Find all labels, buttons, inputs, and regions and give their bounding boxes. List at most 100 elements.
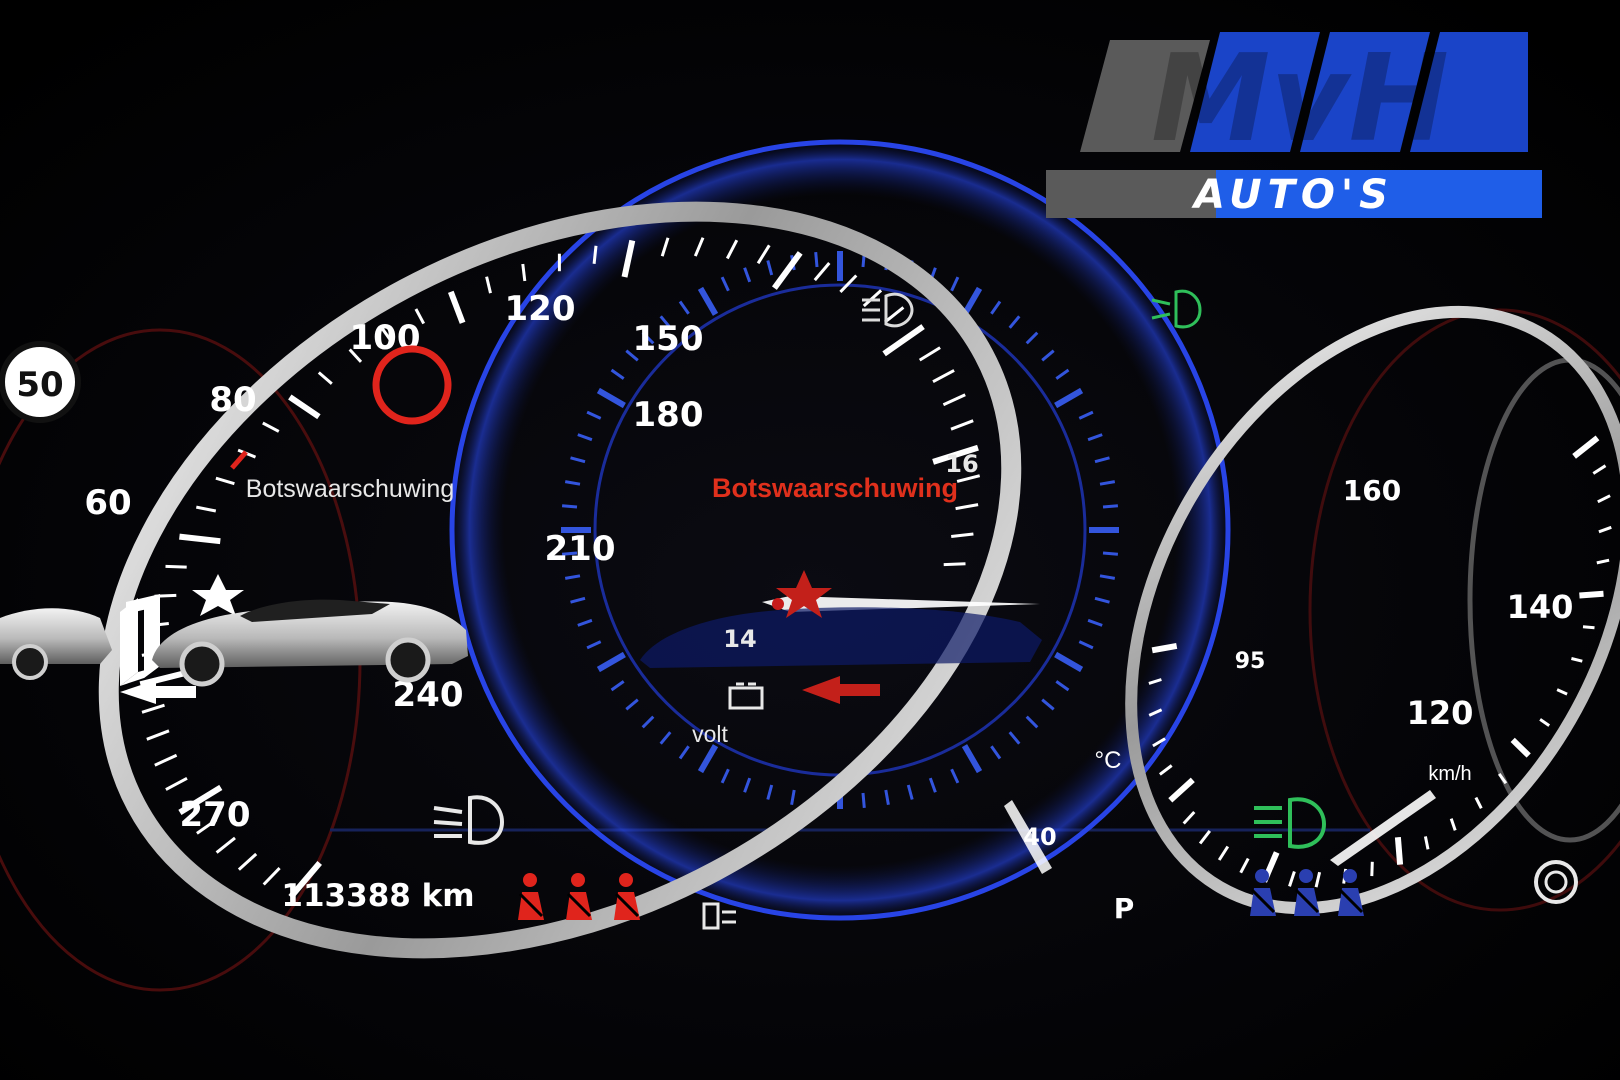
- gauge-tick: [1094, 456, 1110, 464]
- gauge-tick: [1288, 871, 1296, 887]
- gauge-tick: [990, 745, 1002, 760]
- speedometer-ticks: [139, 237, 981, 899]
- speed-label-80: 80: [209, 380, 256, 420]
- gauge-tick: [154, 753, 178, 767]
- gauge-tick: [950, 419, 974, 431]
- gauge-tick: [196, 505, 217, 513]
- gauge-tick: [956, 474, 981, 483]
- gauge-tick: [146, 729, 170, 741]
- mvh-autos-logo: MvH AUTO'S: [1046, 30, 1542, 218]
- gauge-tick: [1099, 574, 1116, 580]
- speed-label-180: 180: [633, 395, 704, 435]
- gauge-tick: [756, 244, 771, 265]
- gauge-tick: [1394, 836, 1404, 865]
- odometer-value: 113388 km: [281, 878, 474, 914]
- logo-word: AUTO'S: [1191, 172, 1394, 218]
- temp-gauge-needle: [1004, 800, 1052, 874]
- gauge-tick: [1151, 642, 1178, 654]
- speed-labels: 80 100 120 150 180 210 240 270 60: [84, 289, 703, 835]
- speed-limit-value: 50: [16, 365, 63, 405]
- gauge-tick: [932, 369, 955, 384]
- car-image-partial: [0, 608, 112, 680]
- right-gauge-ticks: [1148, 435, 1612, 888]
- fuel-icon: [702, 902, 736, 930]
- seatbelt-warning-group: [518, 873, 640, 920]
- gauge-tick: [564, 480, 581, 486]
- low-beam-icon: [433, 795, 505, 845]
- warning-star-icon: [192, 574, 244, 616]
- collision-warning-text-left: Botswaarschuwing: [246, 475, 454, 503]
- gauge-tick: [592, 245, 598, 264]
- gauge-tick: [621, 239, 636, 278]
- gauge-tick: [215, 476, 235, 486]
- logo-letters: MvH: [1151, 30, 1449, 169]
- gauge-tick: [414, 308, 426, 325]
- car-image-main: [152, 599, 468, 687]
- gauge-tick: [141, 703, 165, 714]
- gauge-tick: [1198, 829, 1211, 845]
- gauge-tick: [1182, 810, 1196, 825]
- gauge-tick: [1008, 731, 1021, 745]
- gauge-tick: [659, 731, 672, 745]
- gauge-tick: [660, 237, 670, 257]
- gauge-tick: [918, 346, 941, 362]
- gauge-tick: [743, 777, 752, 793]
- high-beam-icon: [862, 292, 914, 328]
- gauge-tick: [1148, 678, 1162, 685]
- gauge-tick: [521, 263, 527, 282]
- gauge-tick: [950, 276, 960, 292]
- gauge-tick: [678, 300, 690, 315]
- gauge-tick: [1055, 368, 1070, 380]
- right-gauge-needle: [1330, 790, 1436, 866]
- gauge-tick: [1055, 680, 1070, 692]
- gauge-tick: [165, 776, 188, 791]
- gauge-tick: [215, 836, 236, 854]
- gauge-tick: [1148, 708, 1163, 717]
- gauge-tick: [771, 251, 803, 290]
- collision-warning-graphic: [0, 574, 468, 704]
- gauge-tick: [625, 349, 639, 362]
- gauge-tick: [678, 745, 690, 760]
- speed-limit-sign: 50: [0, 341, 81, 423]
- gauge-tick: [380, 327, 393, 343]
- gauge-tick: [1054, 387, 1084, 409]
- gauge-tick: [884, 306, 905, 324]
- right-gauge-unit: km/h: [1428, 763, 1471, 785]
- gauge-tick: [237, 852, 258, 871]
- gauge-tick: [1099, 480, 1116, 486]
- gauge-tick: [955, 503, 979, 511]
- warning-tick: [230, 450, 248, 470]
- seatbelt-warning-icon: [614, 873, 640, 920]
- gauge-tick: [814, 251, 819, 268]
- gauge-tick: [625, 698, 639, 711]
- gauge-tick: [1474, 796, 1483, 809]
- seatbelt-warning-icon: [566, 873, 592, 920]
- gauge-tick: [1041, 349, 1055, 362]
- gauge-tick: [1025, 331, 1039, 345]
- gauge-tick: [813, 262, 831, 282]
- gauge-tick: [1094, 596, 1110, 604]
- gauge-tick: [1217, 845, 1230, 861]
- gauge-tick: [1579, 590, 1604, 599]
- right-label-95: 95: [1235, 649, 1266, 674]
- gauge-tick: [720, 276, 730, 292]
- speed-label-150: 150: [633, 319, 704, 359]
- gauge-tick: [1078, 640, 1094, 650]
- gauge-tick: [1168, 777, 1195, 803]
- gauge-tick: [485, 276, 492, 294]
- gauge-tick: [596, 651, 626, 673]
- gauge-tick: [1596, 558, 1610, 565]
- gauge-tick: [1314, 871, 1322, 888]
- gauge-tick: [697, 744, 719, 774]
- seatbelt-warning-icon: [518, 873, 544, 920]
- gauge-tick: [317, 371, 333, 385]
- gauge-tick: [1025, 715, 1039, 729]
- gauge-tick: [1592, 464, 1607, 475]
- gauge-tick: [577, 433, 593, 442]
- gauge-tick: [1370, 861, 1374, 877]
- gauge-tick: [1572, 435, 1600, 459]
- gauge-tick: [586, 640, 602, 650]
- gauge-tick: [596, 387, 626, 409]
- gauge-tick: [447, 290, 466, 324]
